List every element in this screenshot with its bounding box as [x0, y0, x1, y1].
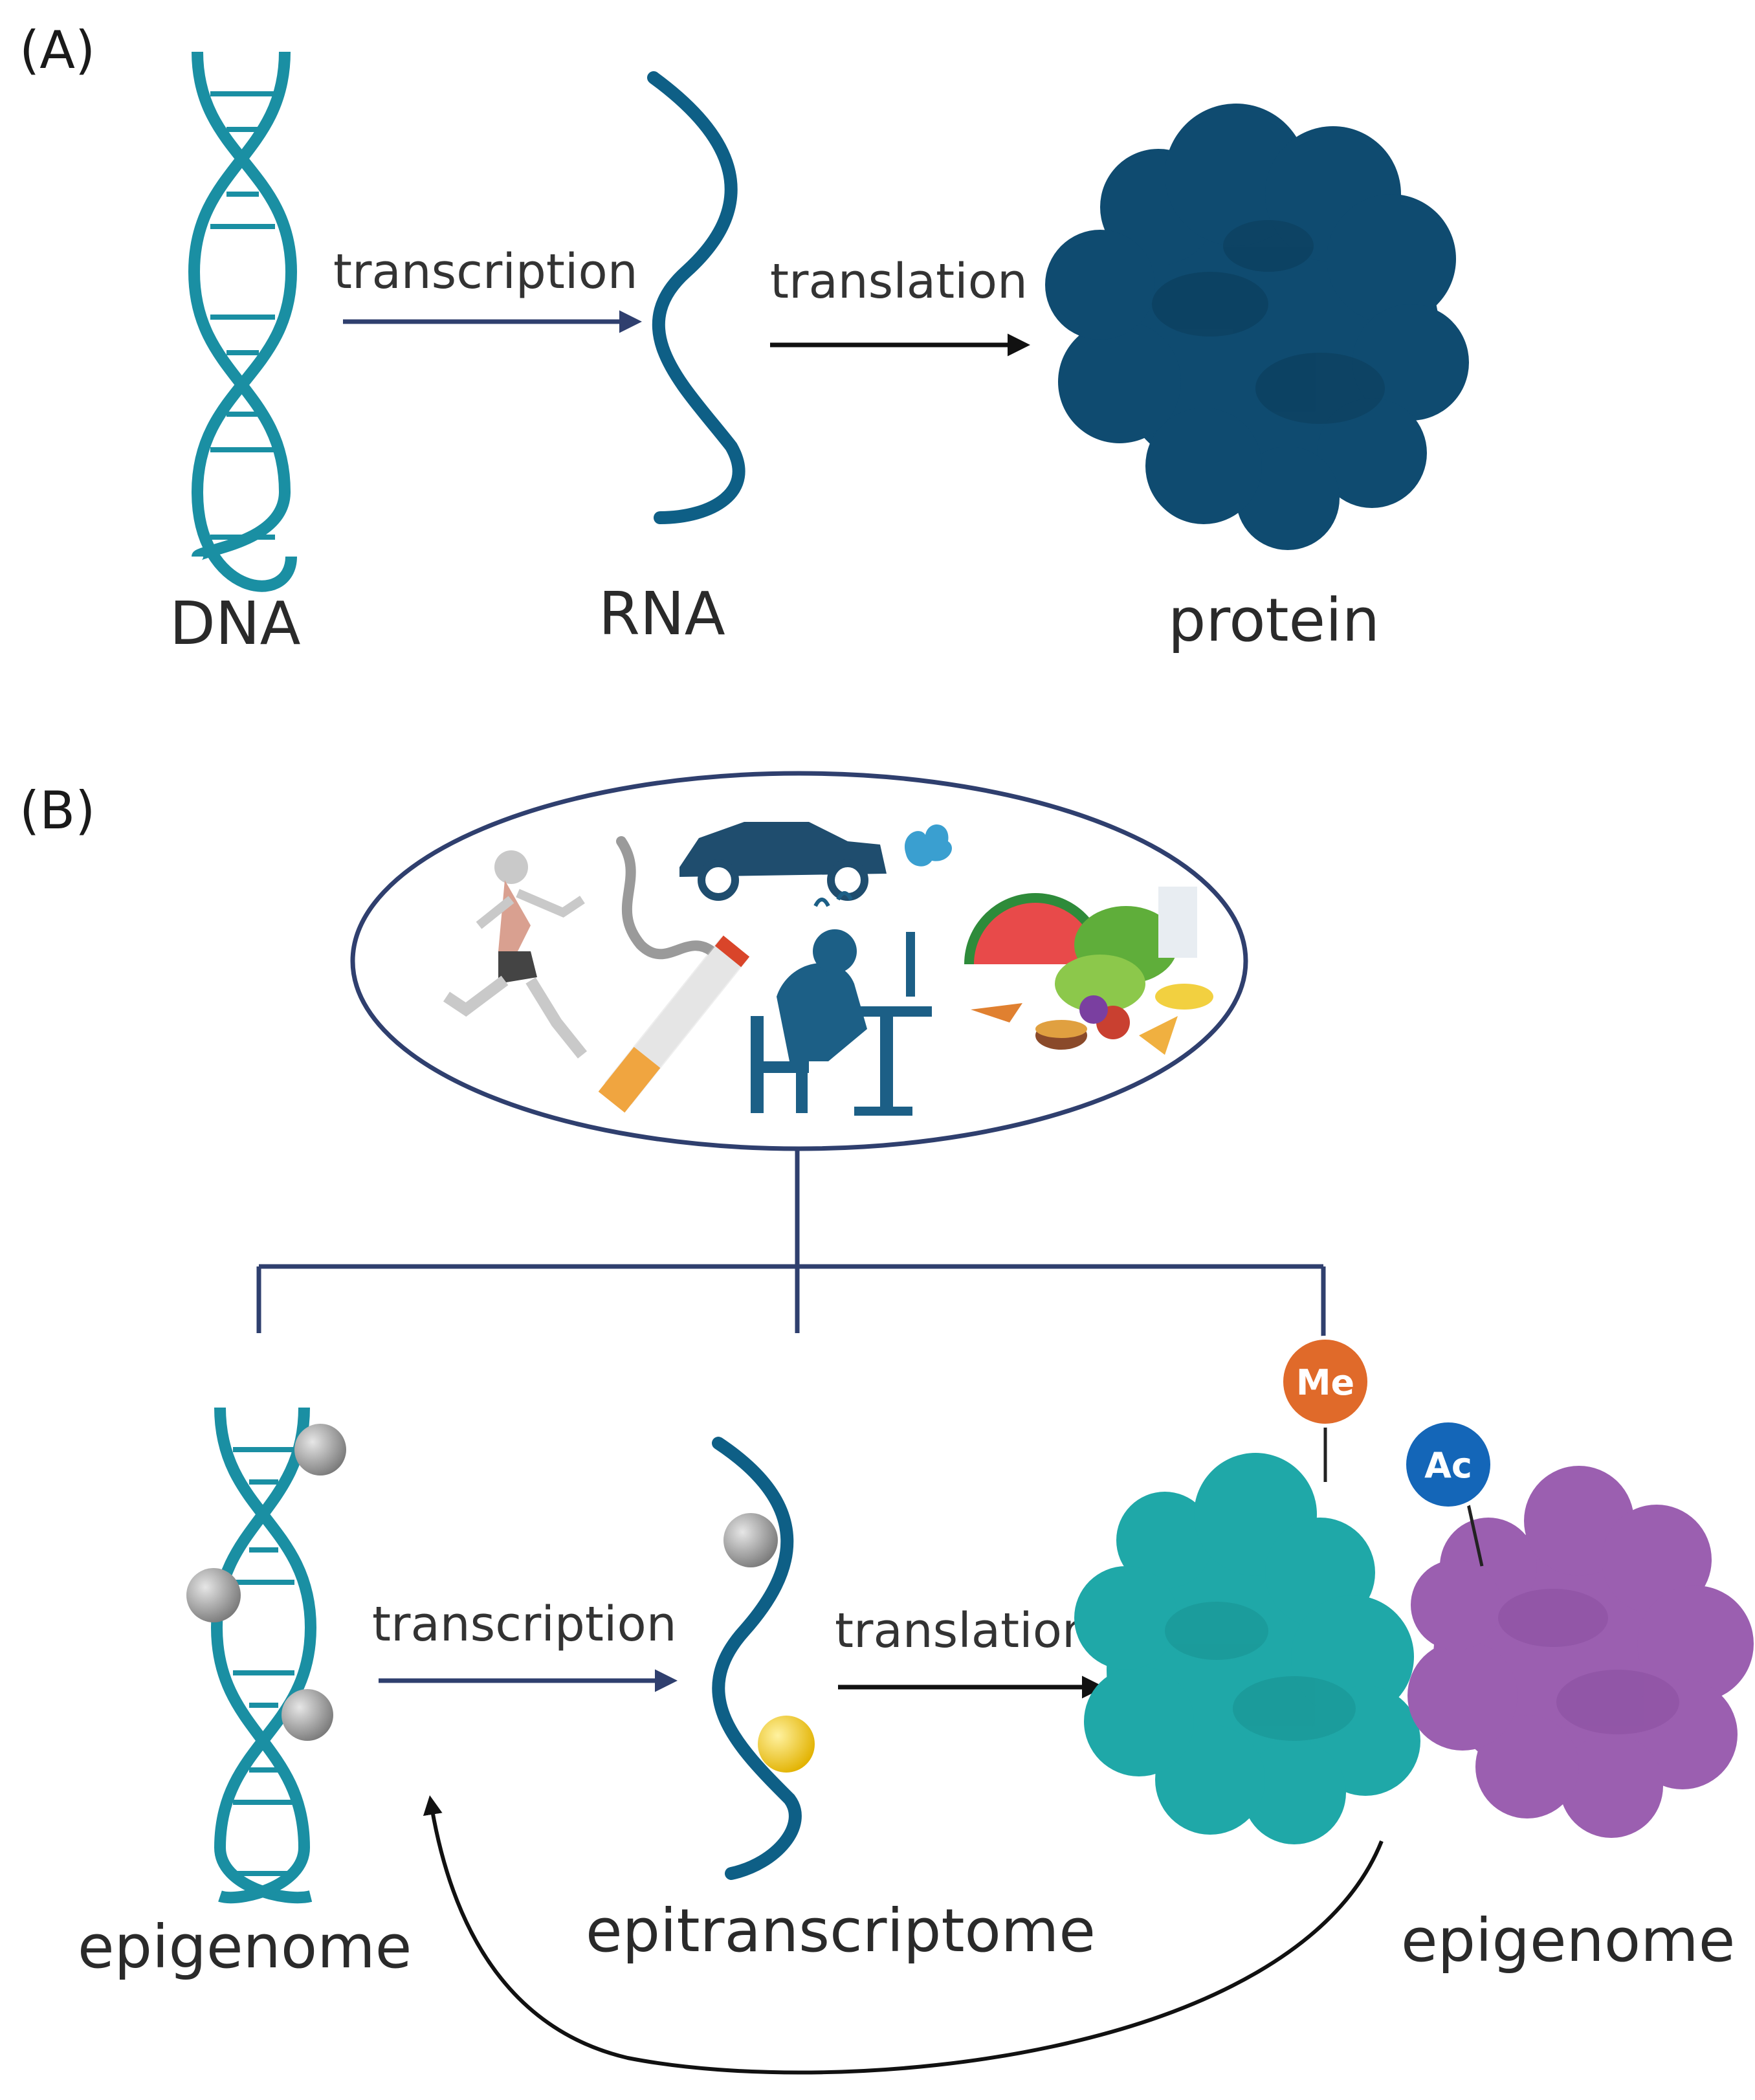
- svg-text:Me: Me: [1296, 1362, 1354, 1403]
- epitranscriptome-rna-icon: [712, 1437, 815, 1880]
- epitranscriptome-label: epitranscriptome: [586, 1896, 1096, 1965]
- epigenome-dna-label: epigenome: [78, 1912, 412, 1982]
- feedback-arrow: [423, 1795, 1384, 2075]
- car-exhaust-icon: [679, 822, 952, 901]
- svg-text:Ac: Ac: [1424, 1445, 1472, 1486]
- cigarette-icon: [598, 836, 750, 1113]
- panel-b-label: (B): [19, 780, 95, 841]
- methyl-badge: Me: [1279, 1336, 1371, 1428]
- methylated-protein-icon: [1074, 1453, 1420, 1844]
- dna-helix-icon: [188, 51, 298, 592]
- stressed-worker-icon: [751, 891, 932, 1116]
- dna-label: DNA: [170, 589, 301, 658]
- rna-strand-icon: [647, 71, 745, 524]
- epigenome-protein-label: epigenome: [1401, 1906, 1735, 1975]
- translation-label: translation: [770, 254, 1028, 309]
- translation-label-b: translation: [835, 1603, 1092, 1659]
- acetylated-protein-icon: [1407, 1466, 1754, 1838]
- transcription-label: transcription: [333, 244, 638, 300]
- rna-label: RNA: [599, 579, 725, 648]
- panel-a-label: (A): [19, 20, 95, 80]
- transcription-label-b: transcription: [372, 1597, 677, 1652]
- epigenome-dna-icon: [186, 1407, 346, 1904]
- protein-icon: [1045, 104, 1469, 550]
- acetyl-badge: Ac: [1402, 1419, 1494, 1510]
- food-icon: [964, 887, 1213, 1055]
- connector-lines: [256, 1149, 1326, 1353]
- protein-label: protein: [1168, 586, 1380, 655]
- runner-icon: [443, 850, 588, 1059]
